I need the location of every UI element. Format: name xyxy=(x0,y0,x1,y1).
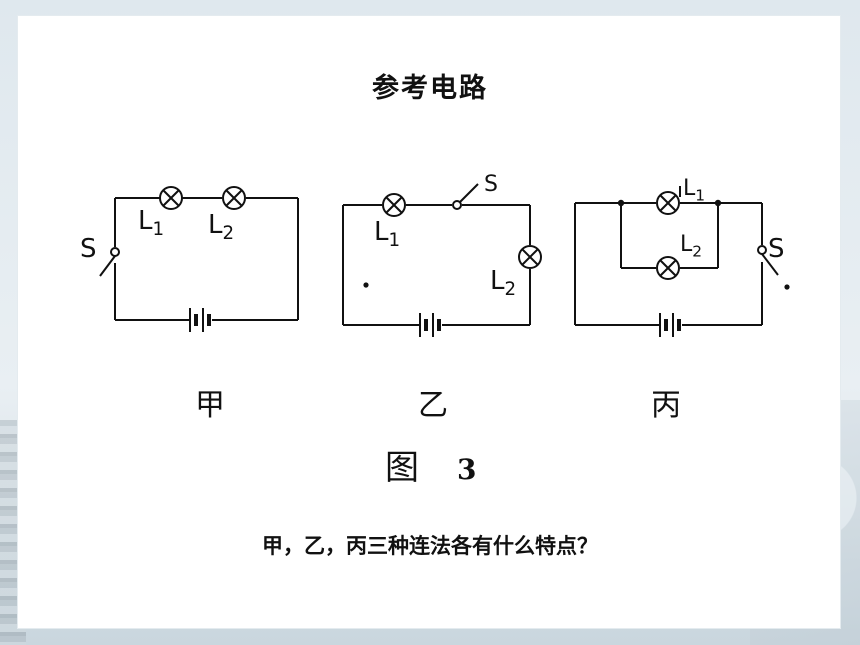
lamp1-label: L1 xyxy=(138,206,165,241)
circuit-label-jia: 甲 xyxy=(195,388,225,423)
lamp-l2-icon xyxy=(656,256,680,280)
switch-icon xyxy=(757,245,779,276)
circuit-bing xyxy=(574,186,790,337)
circuit-label-yi: 乙 xyxy=(418,388,448,423)
lamp-l2-icon xyxy=(518,245,542,269)
lamp2-label: L2 xyxy=(680,232,703,261)
figure-number: 3 xyxy=(457,453,477,486)
switch-icon xyxy=(452,183,479,210)
question-text: 甲，乙，丙三种连法各有什么特点？ xyxy=(262,534,598,558)
figure-char: 图 xyxy=(385,448,419,488)
battery-icon xyxy=(659,313,681,337)
switch-icon xyxy=(99,247,120,277)
circuit-jia xyxy=(99,186,299,332)
lamp-l1-icon xyxy=(656,186,681,215)
lamp1-label: L1 xyxy=(374,217,401,252)
switch-label: S xyxy=(768,234,785,264)
circuit-label-bing: 丙 xyxy=(651,388,681,423)
slide-title: 参考电路 xyxy=(372,73,488,104)
dot-marker xyxy=(784,284,790,290)
slide-canvas xyxy=(18,16,840,628)
lamp-l1-icon xyxy=(159,186,183,210)
lamp-l1-icon xyxy=(382,193,406,217)
lamp1-label: L1 xyxy=(683,176,706,205)
lamp2-label: L2 xyxy=(208,210,235,245)
switch-label: S xyxy=(80,234,97,264)
dot-marker xyxy=(363,282,369,288)
lamp-l2-icon xyxy=(222,186,246,210)
lamp2-label: L2 xyxy=(490,266,517,301)
circuit-yi xyxy=(342,183,542,337)
battery-icon xyxy=(189,308,211,332)
battery-icon xyxy=(419,313,441,337)
switch-label: S xyxy=(484,172,498,197)
